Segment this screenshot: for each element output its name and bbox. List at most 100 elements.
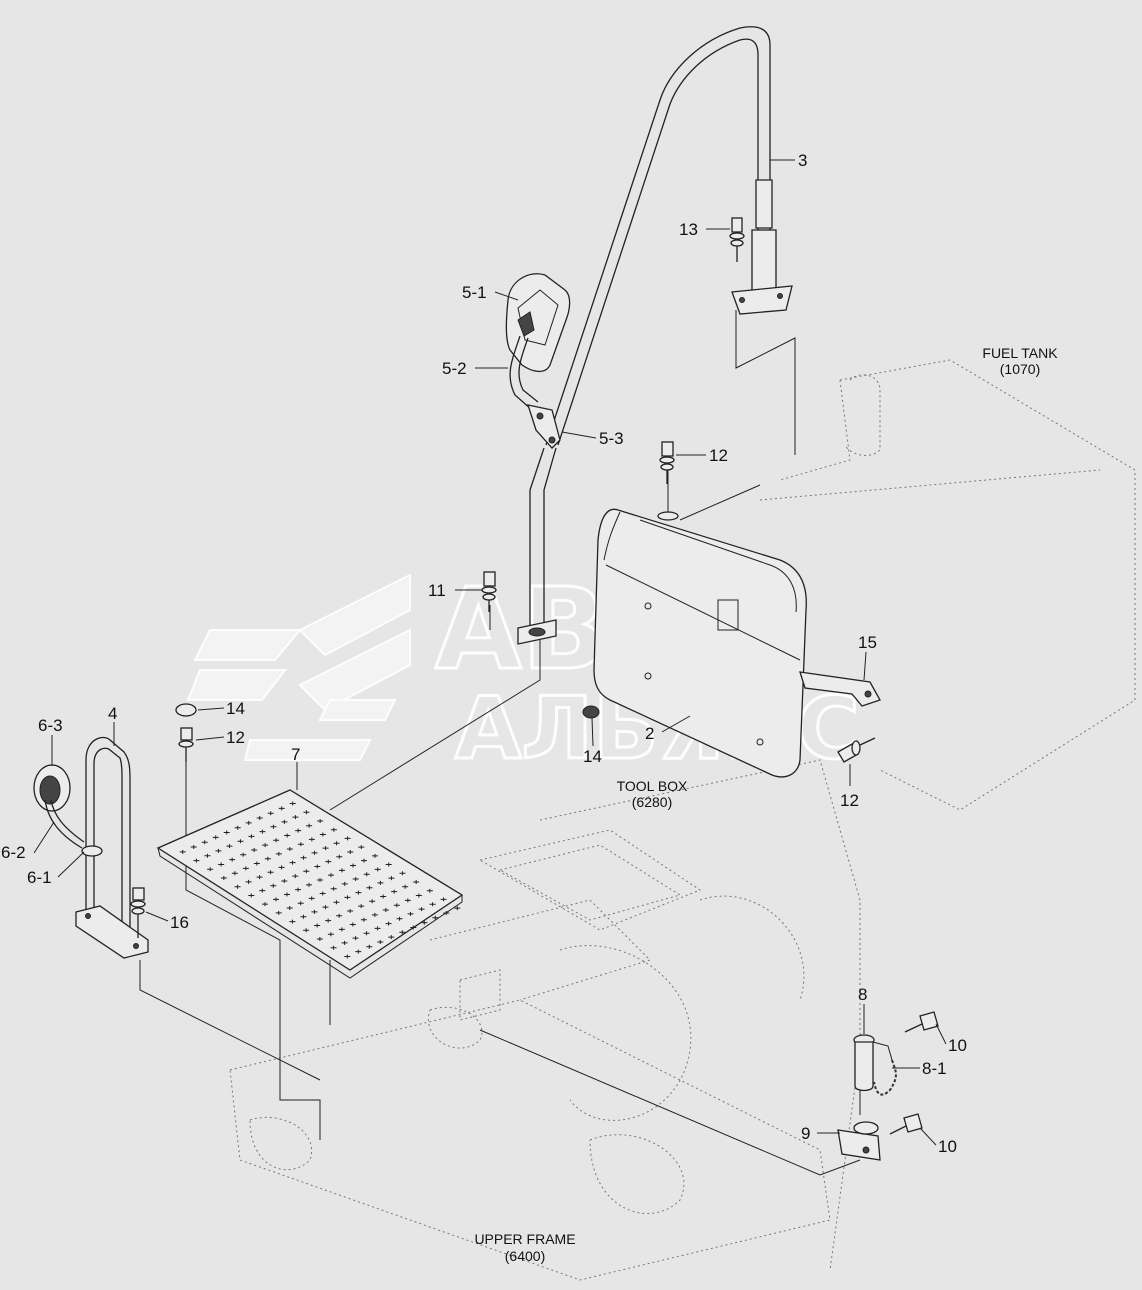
perforation-mark	[278, 806, 285, 811]
perforation-mark	[297, 901, 304, 906]
perforation-mark	[292, 815, 299, 820]
label-8: 8	[858, 985, 867, 1004]
label-12-bracket: 12	[840, 791, 859, 810]
perforation-mark	[369, 899, 376, 904]
caption-tool-box-code: (6280)	[632, 794, 672, 810]
perforation-mark	[234, 825, 241, 830]
perforation-mark	[341, 881, 348, 886]
perforation-mark	[218, 862, 225, 867]
perforation-mark	[275, 851, 282, 856]
part-labels: 3 13 5-1 5-2 5-3 12 11 15 14 2 12 4 6-3 …	[1, 151, 967, 1156]
perforation-mark	[264, 856, 271, 861]
perforation-mark	[223, 830, 230, 835]
perforation-mark	[399, 930, 406, 935]
label-6-3: 6-3	[38, 716, 63, 735]
perforation-mark	[242, 866, 249, 871]
perforation-mark	[333, 841, 340, 846]
perforation-mark	[363, 872, 370, 877]
perforation-mark	[300, 914, 307, 919]
perforation-mark	[267, 870, 274, 875]
perforation-mark	[275, 910, 282, 915]
perforation-mark	[303, 810, 310, 815]
perforation-mark	[366, 944, 373, 949]
tool-box-part-2	[593, 508, 807, 778]
perforation-mark	[358, 904, 365, 909]
pin-part-8	[853, 1034, 897, 1096]
perforation-mark	[311, 909, 318, 914]
handrail-part-3	[545, 26, 793, 446]
perforation-mark	[374, 867, 381, 872]
perforation-mark	[418, 907, 425, 912]
label-9: 9	[801, 1124, 810, 1143]
label-11: 11	[428, 581, 446, 600]
bolt-part-11	[481, 571, 497, 612]
perforation-mark	[220, 876, 227, 881]
perforation-mark	[314, 923, 321, 928]
perforation-mark	[317, 818, 324, 823]
perforation-mark	[330, 945, 337, 950]
perforation-mark	[352, 877, 359, 882]
perforation-mark	[278, 865, 285, 870]
label-12-left: 12	[226, 728, 245, 747]
perforation-mark	[454, 906, 461, 911]
label-4: 4	[108, 704, 117, 723]
perforation-mark	[273, 897, 279, 902]
caption-tool-box-name: TOOL BOX	[617, 778, 688, 794]
bracket-part-15	[799, 671, 881, 707]
perforation-mark	[297, 842, 304, 847]
caption-fuel-tank-name: FUEL TANK	[982, 345, 1058, 361]
side-handle-part-4	[75, 736, 149, 959]
perforation-mark	[319, 891, 326, 896]
perforation-mark	[273, 838, 280, 843]
perforation-mark	[306, 882, 312, 887]
label-16: 16	[170, 913, 189, 932]
bolt-part-12-left	[178, 727, 194, 762]
perforation-mark	[330, 827, 337, 832]
perforation-mark	[350, 863, 356, 868]
bolt-part-16	[130, 887, 146, 938]
perforation-mark	[234, 884, 241, 889]
perforation-mark	[306, 823, 313, 828]
label-10-upper: 10	[948, 1036, 967, 1055]
perforation-mark	[267, 811, 274, 816]
perforation-mark	[377, 880, 384, 885]
bracket-part-9	[837, 1121, 881, 1161]
perforation-mark	[363, 931, 370, 936]
perforation-mark	[179, 849, 186, 854]
perforation-mark	[352, 936, 359, 941]
perforation-mark	[344, 954, 351, 959]
label-6-1: 6-1	[27, 868, 52, 887]
background-outlines	[229, 359, 1136, 1281]
perforation-mark	[338, 927, 345, 932]
perforation-mark	[281, 878, 288, 883]
perforation-mark	[347, 849, 354, 854]
perforation-mark	[311, 850, 318, 855]
perforation-mark	[256, 816, 263, 821]
perforation-mark	[360, 917, 367, 922]
perforation-mark	[193, 858, 200, 863]
perforation-mark	[366, 885, 373, 890]
perforation-mark	[327, 932, 334, 937]
guide-lines	[139, 310, 861, 1176]
side-mirror-part-6	[33, 764, 85, 849]
perforation-mark	[377, 939, 384, 944]
perforation-mark	[355, 949, 362, 954]
perforation-mark	[204, 853, 211, 858]
perforation-mark	[286, 847, 293, 852]
perforation-mark	[443, 910, 450, 915]
perforation-mark	[270, 824, 277, 829]
perforation-mark	[284, 833, 291, 838]
perforation-mark	[415, 893, 422, 898]
perforation-mark	[270, 883, 277, 888]
perforation-mark	[317, 878, 323, 882]
caption-upper-frame-name: UPPER FRAME	[474, 1231, 575, 1247]
perforation-mark	[358, 845, 365, 850]
bolt-part-13	[729, 217, 745, 262]
perforation-mark	[308, 837, 315, 842]
perforation-mark	[319, 832, 326, 837]
perforation-mark	[207, 867, 214, 872]
label-5-3: 5-3	[599, 429, 624, 448]
label-10-lower: 10	[938, 1137, 957, 1156]
perforation-mark	[289, 801, 296, 806]
